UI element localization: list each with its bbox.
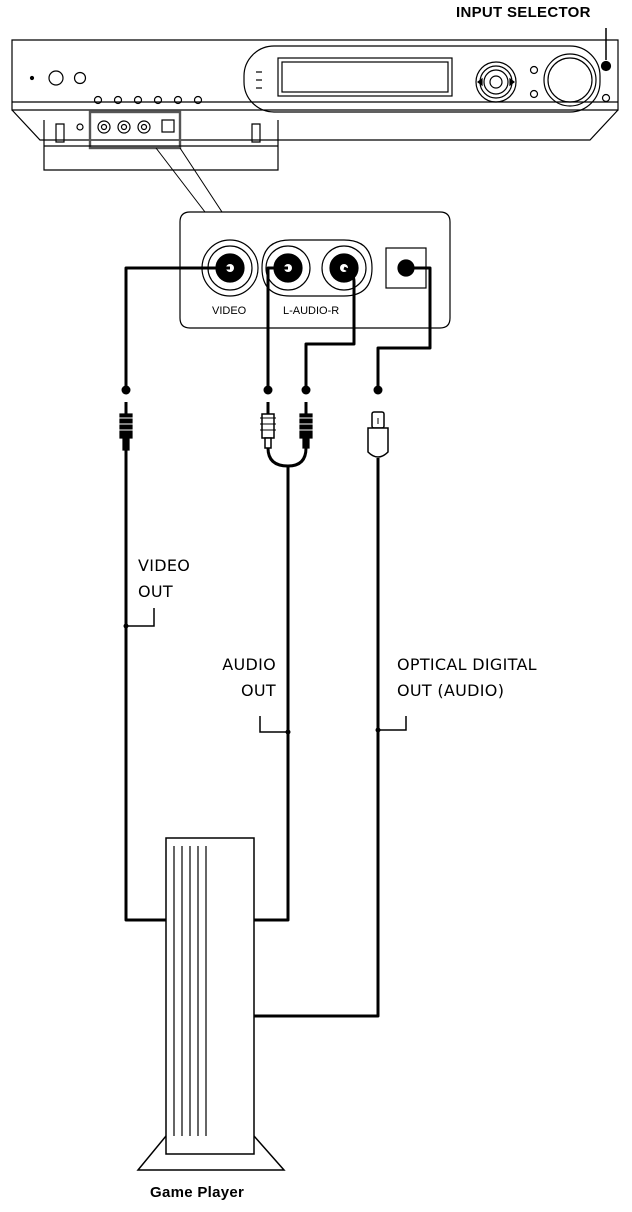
- cables: [124, 266, 432, 1018]
- video-out-label: VIDEO OUT: [138, 556, 191, 601]
- video-cable: [124, 266, 230, 390]
- audio-l-cable: [266, 266, 288, 390]
- audio-r-plug-icon: [298, 402, 314, 449]
- front-button-row: [93, 95, 203, 105]
- audio-l-plug-icon: [260, 402, 276, 449]
- audio-r-cable: [304, 266, 356, 390]
- display-bezel: [243, 45, 601, 113]
- device-name: Game Player: [150, 1184, 245, 1201]
- front-jack-bay: [88, 110, 182, 150]
- volume-knob: [543, 53, 597, 107]
- front-jacks: [97, 119, 175, 134]
- game-player-device: [136, 837, 286, 1171]
- optical-out-label: OPTICAL DIGITAL OUT (AUDIO): [397, 655, 537, 700]
- display-window: [277, 57, 453, 97]
- input-selector-label: INPUT SELECTOR: [456, 4, 591, 21]
- input-selector-button: [600, 60, 612, 72]
- panel-video-label: VIDEO: [212, 305, 247, 317]
- panel-audio-lr-label: L-AUDIO-R: [283, 305, 340, 317]
- audio-out-label: AUDIO OUT: [222, 655, 276, 700]
- optical-cable: [376, 266, 432, 390]
- video-plug-icon: [118, 402, 134, 451]
- receiver-front-panel: [11, 28, 619, 171]
- multi-jog-dial: [475, 61, 517, 103]
- optical-plug-icon: [367, 411, 389, 458]
